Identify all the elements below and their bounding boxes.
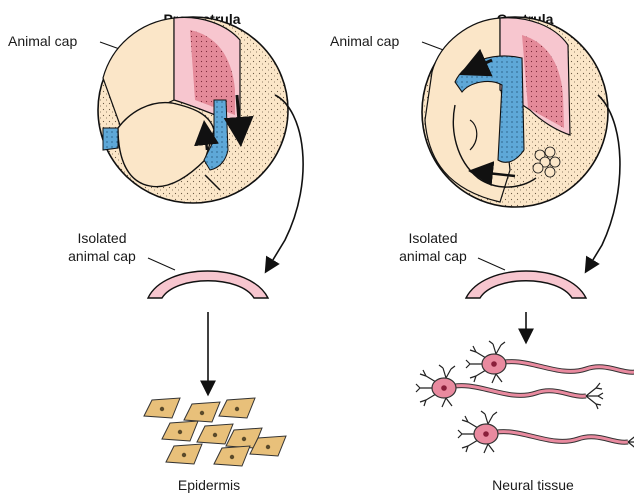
gastrula-embryo: [422, 17, 608, 207]
epidermis-cells: [144, 398, 286, 466]
left-isolated-label-1: Isolated: [77, 230, 126, 246]
pregastrula-embryo: [98, 17, 288, 203]
left-isolated-leader: [148, 258, 175, 270]
left-animal-cap-label: Animal cap: [8, 33, 77, 49]
epidermis-cell: [214, 446, 250, 466]
epidermis-cell: [197, 424, 233, 444]
right-isolated-label-2: animal cap: [399, 248, 467, 264]
epidermis-cell: [144, 398, 180, 418]
epidermis-cell: [184, 402, 220, 422]
epidermis-cell: [162, 421, 198, 441]
epidermis-cell: [219, 398, 255, 418]
right-isolated-label-1: Isolated: [408, 230, 457, 246]
neuron: [466, 341, 634, 385]
left-isolated-label-2: animal cap: [68, 248, 136, 264]
left-isolated-animal-cap: [148, 271, 268, 298]
right-isolated-leader: [478, 258, 505, 270]
right-animal-cap-label: Animal cap: [330, 33, 399, 49]
epidermis-cell: [166, 444, 202, 464]
neurons: [416, 341, 634, 455]
left-result-label: Epidermis: [178, 477, 240, 493]
right-result-label: Neural tissue: [492, 477, 574, 493]
neuron: [458, 411, 634, 455]
right-isolated-animal-cap: [466, 271, 586, 298]
